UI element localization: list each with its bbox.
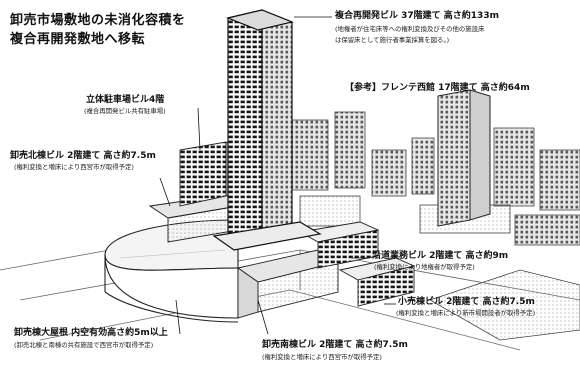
retail-building-label: 小売棟ビル 2階建て 高さ約7.5m bbox=[398, 297, 535, 307]
roof-note: (卸売北棟と南棟の共有施設で西宮市が取得予定) bbox=[14, 341, 154, 349]
reference-tower bbox=[437, 89, 491, 227]
title-line-2: 複合再開発敷地へ移転 bbox=[10, 32, 146, 47]
parking-label: 立体駐車場ビル4階 bbox=[86, 95, 165, 105]
roof-label: 卸売棟大屋根 内空有効高さ約5m以上 bbox=[14, 328, 168, 338]
reference-tower-label: 【参考】フレンテ西館 17階建て 高さ約64m bbox=[345, 83, 530, 93]
parking-note: (複合再開発ビル共有駐車場) bbox=[84, 107, 166, 115]
north-building-label: 卸売北棟ビル 2階建て 高さ約7.5m bbox=[10, 151, 156, 161]
tower-note-2: は保留床として施行者事業採算を図る。) bbox=[335, 36, 450, 44]
roadside-building-label: 沿道業務ビル 2階建て 高さ約9m bbox=[372, 251, 509, 261]
leader-lines bbox=[159, 16, 396, 335]
title-line-1: 卸売市場敷地の未消化容積を bbox=[10, 13, 186, 28]
retail-building-note: (権利変換と増床により新市場開設者が取得予定) bbox=[396, 309, 536, 317]
south-building-note: (権利変換と増床により西宮市が取得予定) bbox=[262, 353, 382, 361]
main-tower bbox=[212, 9, 322, 251]
tower-label: 複合再開発ビル 37階建て 高さ約133m bbox=[335, 11, 499, 21]
roadside-building-note: (権利変換により地権者が取得予定) bbox=[374, 263, 475, 271]
north-building-note: (権利変換と増床により西宮市が取得予定) bbox=[14, 163, 134, 171]
tower-note-1: (地権者が住宅床等への権利変換及びその他の施設床 bbox=[335, 25, 485, 33]
retail-and-roadside-buildings bbox=[298, 221, 416, 307]
south-building-label: 卸売南棟ビル 2階建て 高さ約7.5m bbox=[262, 340, 408, 350]
